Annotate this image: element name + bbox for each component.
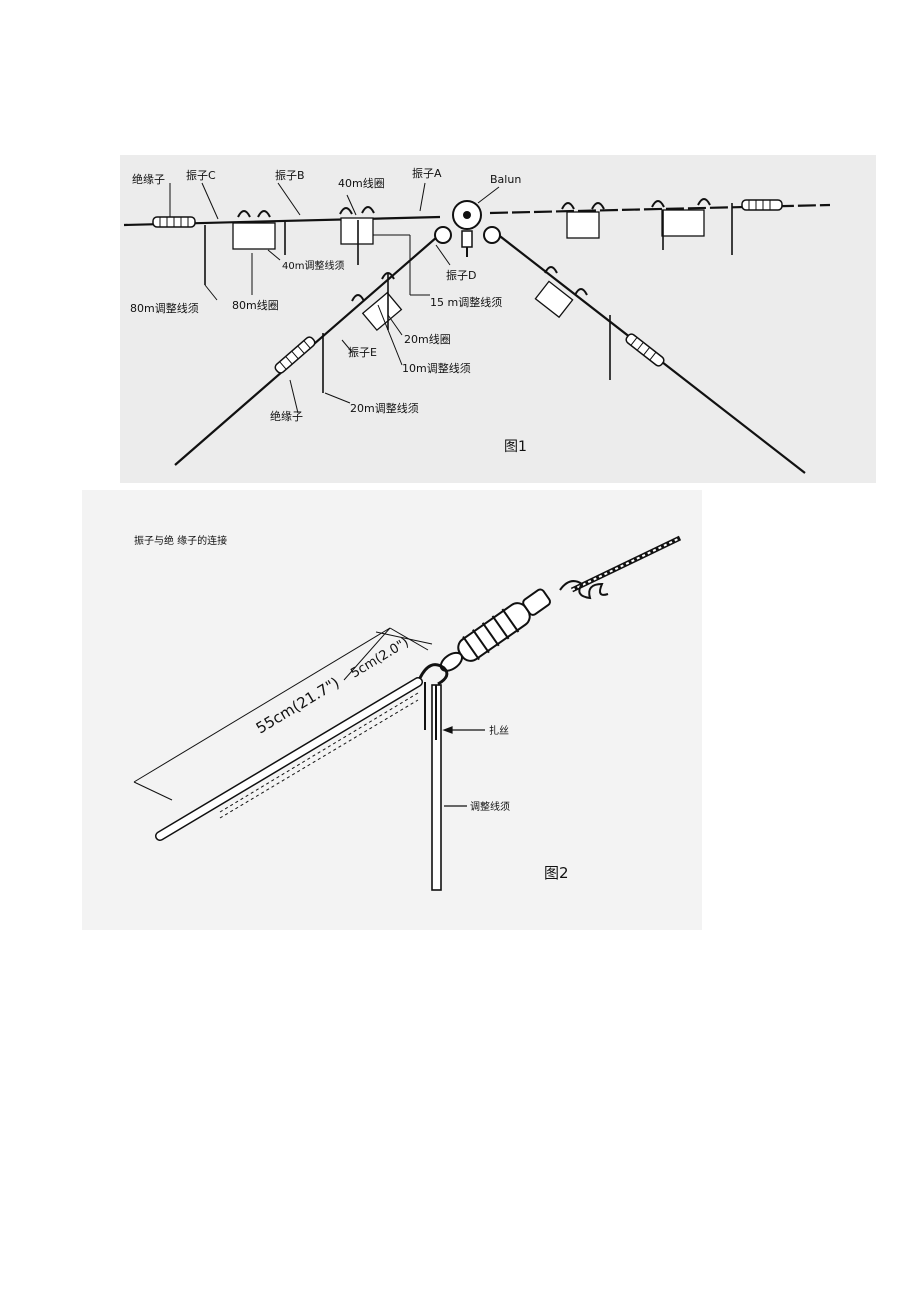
dimension-lines: [133, 627, 433, 801]
figure-1-caption: 图1: [504, 439, 527, 455]
element-tube: [155, 677, 423, 841]
coil-80m-right: [651, 198, 711, 237]
label-pointers: [442, 726, 485, 807]
figure-2-caption: 图2: [544, 864, 569, 882]
tuning-stub: [424, 682, 442, 891]
label-coil-20m: 20m线圈: [404, 332, 451, 346]
figure-1-antenna-diagram: 绝缘子 振子C 振子B 40m线圈 振子A Balun 40m调整线须 80m调…: [120, 155, 876, 483]
tuning-stubs: [204, 203, 733, 393]
dimension-5cm: 5cm(2.0"): [348, 635, 411, 681]
coil-20m-right: [534, 266, 588, 319]
insulator-lower-right: [625, 333, 665, 367]
insulator-right: [741, 199, 783, 211]
figure-2-title: 振子与绝 缘子的连接: [134, 534, 227, 547]
tie-wire-label: 扎丝: [489, 724, 509, 737]
insulator-left: [152, 216, 196, 228]
sloping-element-wires: [174, 229, 806, 474]
figure-2-connection-diagram: 振子与绝 缘子的连接 55cm(21.7") 5cm(2.0"): [82, 490, 702, 930]
coil-40m-right: [561, 202, 605, 239]
coil-80m-left: [232, 210, 276, 250]
label-stub-80m: 80m调整线须: [130, 301, 199, 315]
balun-hub: [434, 200, 501, 257]
label-insulator-top: 绝缘子: [132, 172, 165, 186]
label-stub-20m: 20m调整线须: [350, 401, 419, 415]
coil-40m-left: [339, 206, 375, 245]
label-balun: Balun: [490, 173, 521, 186]
label-stub-40m: 40m调整线须: [282, 259, 344, 272]
label-stub-10m: 10m调整线须: [402, 361, 471, 375]
ribbed-insulator: [439, 588, 552, 672]
label-element-a: 振子A: [412, 166, 442, 180]
wire-hook: [418, 663, 449, 686]
label-element-b: 振子B: [275, 168, 305, 182]
label-coil-80m: 80m线圈: [232, 298, 279, 312]
label-element-e: 振子E: [348, 345, 377, 359]
label-coil-40m: 40m线圈: [338, 176, 385, 190]
label-element-c: 振子C: [186, 168, 216, 182]
label-element-d: 振子D: [446, 268, 476, 282]
leader-lines: [169, 182, 500, 414]
coil-20m-left: [351, 272, 403, 332]
stub-label: 调整线须: [470, 800, 510, 813]
insulator-lower-left: [274, 336, 316, 374]
support-rope: [559, 535, 682, 600]
label-stub-15m: 15 m调整线须: [430, 295, 502, 309]
label-insulator-bottom: 绝缘子: [270, 409, 303, 423]
